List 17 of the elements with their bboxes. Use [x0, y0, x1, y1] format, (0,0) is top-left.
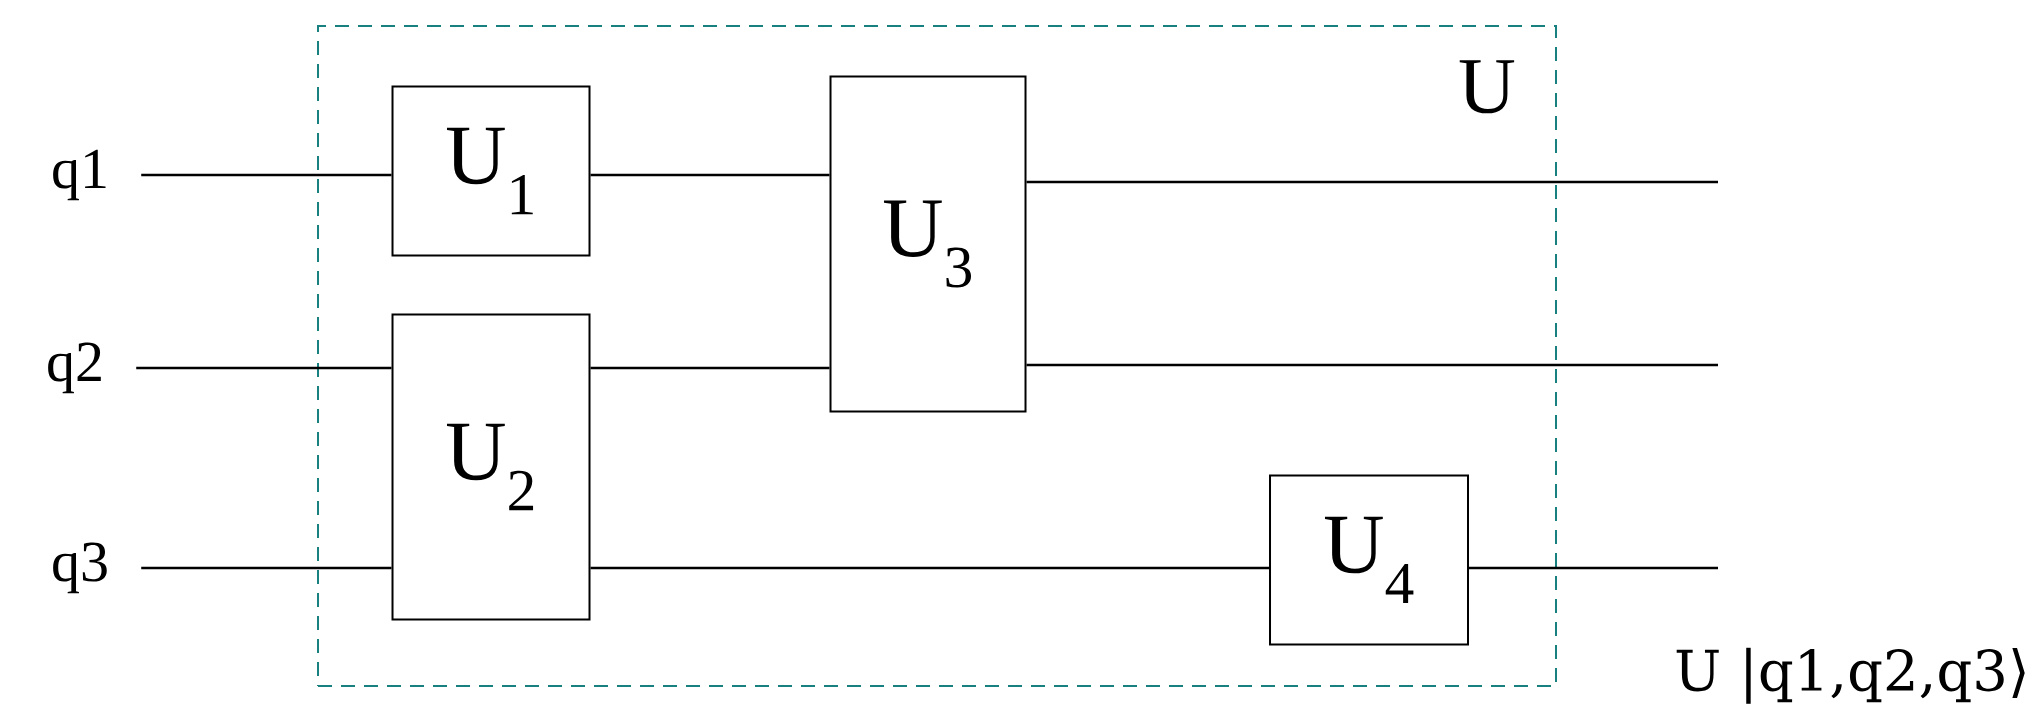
wire	[590, 173, 830, 177]
wire	[1469, 566, 1718, 570]
qubit-label: q1	[53, 149, 106, 201]
wire	[590, 366, 830, 370]
gate-box: U$_{3}$	[829, 75, 1027, 413]
wire	[136, 366, 392, 370]
wire	[141, 566, 392, 570]
gate-box: U$_{1}$	[391, 85, 591, 257]
qubit-label: q2	[48, 342, 101, 394]
qubit-label: q3	[53, 542, 107, 594]
wire	[1026, 363, 1718, 367]
gate-box: U$_{2}$	[391, 313, 591, 621]
gate-box: U$_{4}$	[1269, 474, 1469, 646]
output-state-label: U |q1,q2,q3⟩	[1676, 647, 2025, 704]
wire	[1026, 180, 1718, 184]
wire	[141, 173, 392, 177]
wire	[590, 566, 1269, 570]
